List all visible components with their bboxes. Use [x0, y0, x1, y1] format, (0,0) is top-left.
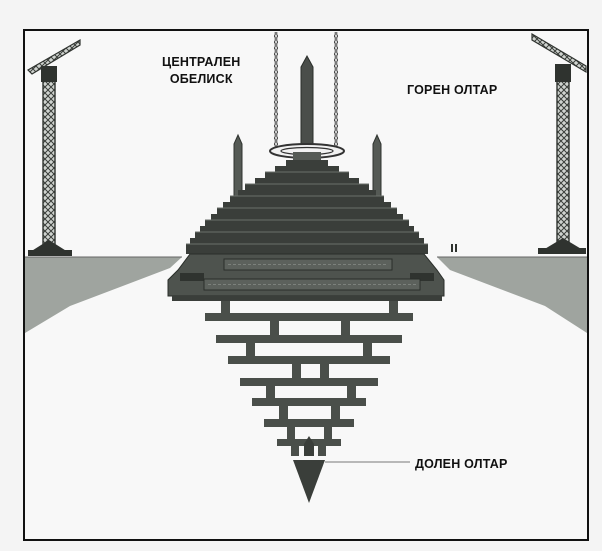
central-obelisk-label: ЦЕНТРАЛЕН ОБЕЛИСК: [162, 54, 241, 88]
side-obelisk-right: [372, 133, 382, 197]
chain-right: [334, 32, 338, 150]
lower-altar-spike: [304, 436, 314, 456]
central-obelisk-icon: [300, 54, 314, 151]
ring-platform-icon: [269, 143, 345, 160]
upper-altar-pyramid: [186, 160, 428, 254]
crane-right-icon: [451, 32, 587, 254]
lower-altar-point: [293, 460, 325, 503]
side-obelisk-left: [233, 133, 243, 197]
upper-altar-label: ГОРЕН ОЛТАР: [407, 83, 498, 97]
chain-left: [274, 32, 278, 150]
crane-left-icon: [27, 38, 81, 256]
main-slab: [167, 253, 445, 301]
lower-altar-label: ДОЛЕН ОЛТАР: [415, 457, 508, 471]
central-obelisk-label-line2: ОБЕЛИСК: [169, 72, 233, 86]
ground-left: [25, 257, 182, 333]
step-lines: [186, 171, 428, 245]
ground-right: [437, 257, 587, 333]
central-obelisk-label-line1: ЦЕНТРАЛЕН: [162, 55, 241, 69]
